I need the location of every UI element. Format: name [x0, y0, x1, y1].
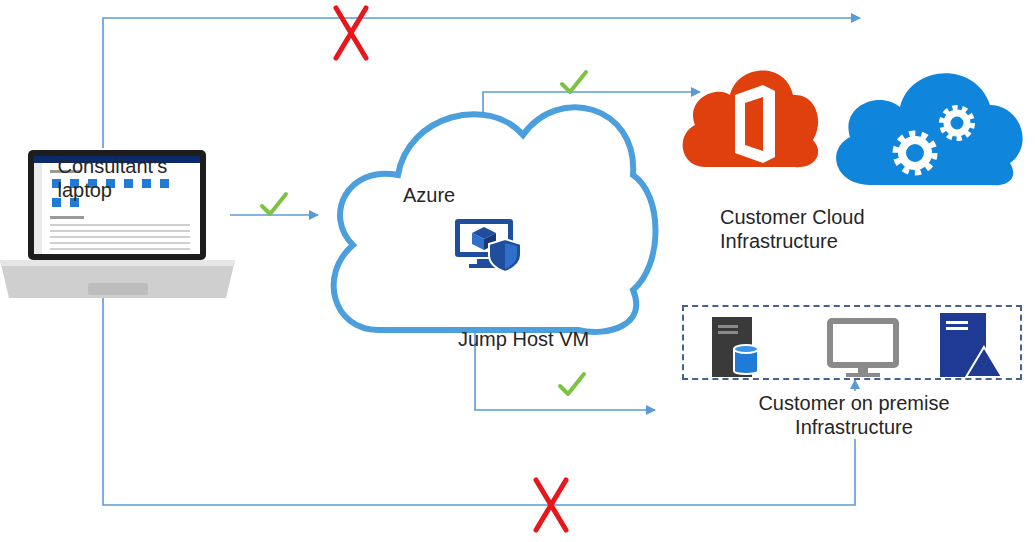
illustration-part — [142, 179, 151, 188]
on-premise-box: Customer on premise Infrastructure — [682, 305, 1022, 380]
illustration-part — [50, 242, 190, 244]
illustration-part — [34, 163, 42, 254]
check-mark — [560, 374, 584, 394]
illustration-part — [896, 134, 934, 172]
illustration-part — [946, 321, 968, 324]
illustration-part — [124, 179, 133, 188]
cloud-services-label: Customer Cloud Infrastructure — [720, 205, 950, 253]
illustration-part — [160, 179, 169, 188]
cloud-region: Azure Jump Host VM — [318, 75, 663, 345]
illustration-part — [505, 243, 517, 269]
on-premise-icons — [684, 307, 1020, 378]
on-premise-label: Customer on premise Infrastructure — [734, 391, 974, 439]
illustration-part — [896, 108, 972, 172]
illustration-part — [902, 140, 928, 166]
illustration-part — [830, 321, 896, 365]
azure-cloud-outline — [318, 75, 663, 345]
illustration-part — [50, 216, 84, 219]
laptop-node: Consultant’s laptop — [0, 148, 235, 202]
connector-arrow — [230, 214, 318, 216]
illustration-part — [88, 283, 148, 295]
illustration-part — [50, 236, 190, 238]
illustration-part — [0, 260, 235, 266]
illustration-part — [942, 108, 972, 138]
cloud-label: Azure — [403, 183, 455, 207]
illustration-part — [50, 224, 190, 226]
cross-mark — [536, 480, 566, 530]
illustration-part — [846, 373, 880, 377]
illustration-part — [718, 331, 738, 334]
illustration-part — [50, 230, 190, 232]
illustration-part — [947, 113, 967, 133]
illustration-part — [472, 233, 484, 250]
illustration-part — [683, 71, 819, 168]
laptop-label: Consultant’s laptop — [38, 154, 198, 202]
illustration-part — [735, 85, 775, 163]
check-mark — [562, 72, 586, 92]
illustration-part — [858, 365, 868, 373]
illustration-part — [718, 325, 738, 328]
vm-icon — [373, 215, 603, 273]
vm-label: Jump Host VM — [458, 327, 589, 351]
illustration-part — [966, 347, 1002, 377]
illustration-part — [50, 248, 190, 250]
illustration-part — [489, 239, 521, 272]
illustration-part — [334, 107, 656, 332]
illustration-part — [28, 150, 206, 260]
illustration-part — [836, 73, 1023, 185]
illustration-part — [946, 327, 968, 330]
illustration-part — [50, 224, 190, 250]
illustration-part — [734, 345, 758, 353]
check-mark — [262, 194, 286, 214]
cross-mark — [336, 8, 366, 58]
illustration-part — [0, 260, 235, 298]
cloud-services-node: Customer Cloud Infrastructure — [675, 45, 1030, 253]
vm-node: Jump Host VM — [373, 215, 603, 273]
cloud-services-icons — [675, 45, 1030, 205]
